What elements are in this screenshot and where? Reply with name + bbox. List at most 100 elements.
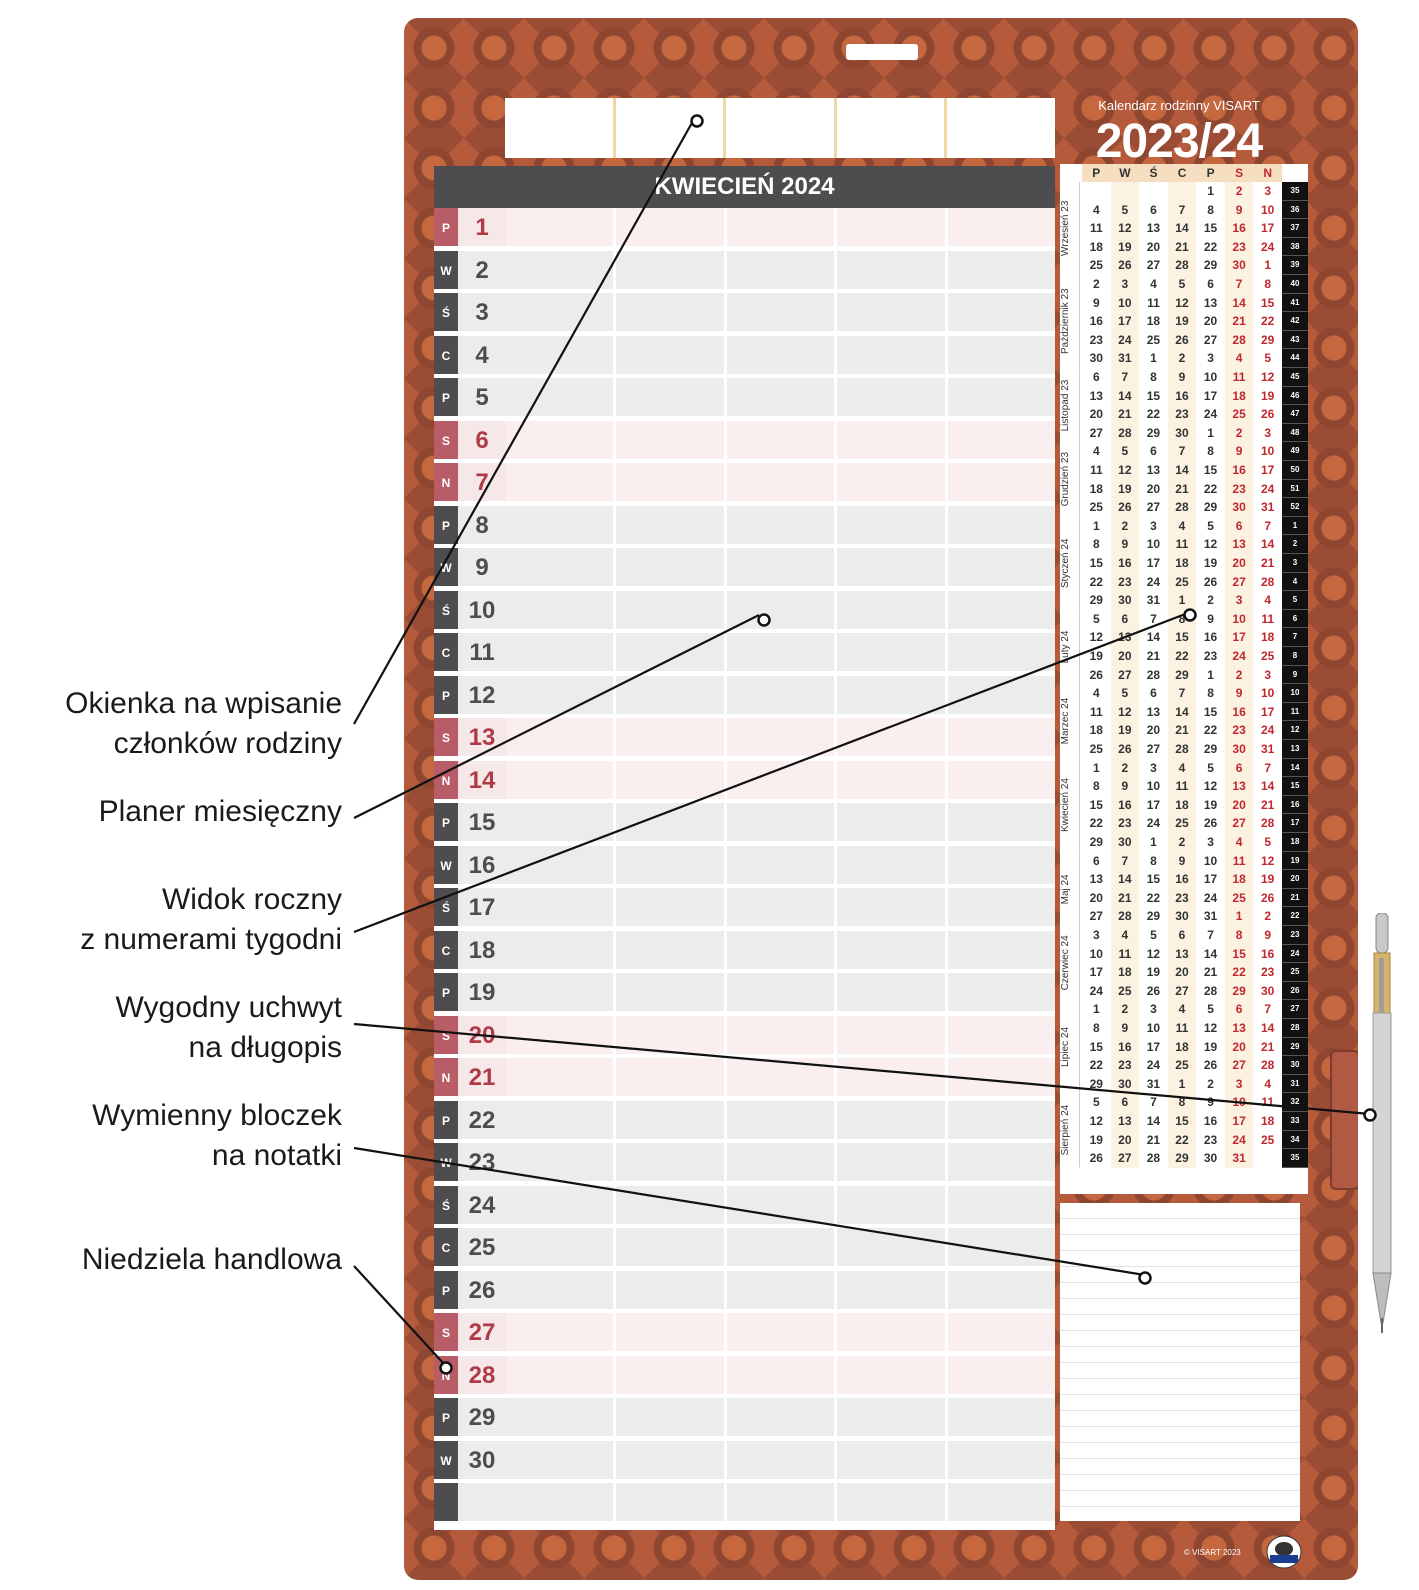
planner-cell[interactable] bbox=[947, 463, 1056, 501]
planner-cell[interactable] bbox=[947, 973, 1056, 1011]
planner-cell[interactable] bbox=[616, 718, 727, 756]
planner-cell[interactable] bbox=[837, 1100, 948, 1139]
planner-cell[interactable] bbox=[726, 1270, 838, 1309]
planner-cell[interactable] bbox=[616, 1313, 727, 1351]
planner-cell[interactable] bbox=[616, 1185, 727, 1224]
planner-cell[interactable] bbox=[726, 1398, 838, 1436]
planner-cell[interactable] bbox=[616, 208, 727, 246]
planner-cell[interactable] bbox=[506, 293, 617, 331]
family-name-box[interactable] bbox=[616, 98, 727, 158]
planner-cell[interactable] bbox=[947, 760, 1056, 799]
planner-cell[interactable] bbox=[616, 378, 727, 416]
planner-cell[interactable] bbox=[506, 1228, 617, 1266]
planner-cell[interactable] bbox=[726, 1058, 838, 1096]
planner-cell[interactable] bbox=[726, 633, 838, 671]
notepad[interactable] bbox=[1060, 1203, 1300, 1521]
planner-cell[interactable] bbox=[947, 250, 1056, 289]
planner-cell[interactable] bbox=[506, 760, 617, 799]
planner-cell[interactable] bbox=[506, 675, 617, 714]
planner-cell[interactable] bbox=[726, 1143, 838, 1181]
planner-cell[interactable] bbox=[506, 973, 617, 1011]
planner-cell[interactable] bbox=[837, 1228, 948, 1266]
planner-cell[interactable] bbox=[837, 1015, 948, 1054]
planner-cell[interactable] bbox=[506, 930, 617, 969]
planner-cell[interactable] bbox=[947, 208, 1056, 246]
planner-cell[interactable] bbox=[726, 845, 838, 884]
planner-cell[interactable] bbox=[726, 420, 838, 459]
planner-cell[interactable] bbox=[506, 1313, 617, 1351]
planner-cell[interactable] bbox=[947, 1100, 1056, 1139]
planner-cell[interactable] bbox=[947, 930, 1056, 969]
planner-cell[interactable] bbox=[726, 590, 838, 629]
planner-cell[interactable] bbox=[616, 548, 727, 586]
planner-cell[interactable] bbox=[726, 335, 838, 374]
planner-cell[interactable] bbox=[616, 1228, 727, 1266]
planner-cell[interactable] bbox=[726, 1313, 838, 1351]
planner-cell[interactable] bbox=[837, 548, 948, 586]
planner-cell[interactable] bbox=[947, 1015, 1056, 1054]
planner-cell[interactable] bbox=[506, 1058, 617, 1096]
family-name-box[interactable] bbox=[505, 98, 616, 158]
planner-cell[interactable] bbox=[947, 1440, 1056, 1479]
planner-cell[interactable] bbox=[506, 1483, 617, 1521]
planner-cell[interactable] bbox=[616, 1483, 727, 1521]
planner-cell[interactable] bbox=[947, 1270, 1056, 1309]
planner-cell[interactable] bbox=[726, 675, 838, 714]
planner-cell[interactable] bbox=[616, 590, 727, 629]
planner-cell[interactable] bbox=[726, 1185, 838, 1224]
planner-cell[interactable] bbox=[947, 505, 1056, 544]
planner-cell[interactable] bbox=[837, 803, 948, 841]
planner-cell[interactable] bbox=[947, 718, 1056, 756]
planner-cell[interactable] bbox=[726, 888, 838, 926]
planner-cell[interactable] bbox=[616, 505, 727, 544]
planner-cell[interactable] bbox=[616, 930, 727, 969]
planner-cell[interactable] bbox=[506, 633, 617, 671]
planner-cell[interactable] bbox=[616, 1440, 727, 1479]
planner-cell[interactable] bbox=[837, 505, 948, 544]
planner-cell[interactable] bbox=[616, 845, 727, 884]
planner-cell[interactable] bbox=[837, 1483, 948, 1521]
planner-cell[interactable] bbox=[616, 888, 727, 926]
planner-cell[interactable] bbox=[616, 1015, 727, 1054]
planner-cell[interactable] bbox=[506, 208, 617, 246]
planner-cell[interactable] bbox=[837, 590, 948, 629]
planner-cell[interactable] bbox=[837, 463, 948, 501]
planner-cell[interactable] bbox=[726, 250, 838, 289]
planner-cell[interactable] bbox=[506, 1440, 617, 1479]
planner-cell[interactable] bbox=[726, 803, 838, 841]
planner-cell[interactable] bbox=[616, 675, 727, 714]
planner-cell[interactable] bbox=[506, 845, 617, 884]
planner-cell[interactable] bbox=[837, 675, 948, 714]
planner-cell[interactable] bbox=[506, 1185, 617, 1224]
planner-cell[interactable] bbox=[726, 718, 838, 756]
planner-cell[interactable] bbox=[837, 1313, 948, 1351]
planner-cell[interactable] bbox=[726, 1015, 838, 1054]
planner-cell[interactable] bbox=[837, 760, 948, 799]
family-name-box[interactable] bbox=[947, 98, 1055, 158]
planner-cell[interactable] bbox=[726, 760, 838, 799]
planner-cell[interactable] bbox=[947, 1355, 1056, 1394]
planner-cell[interactable] bbox=[947, 633, 1056, 671]
planner-cell[interactable] bbox=[837, 930, 948, 969]
planner-cell[interactable] bbox=[616, 293, 727, 331]
planner-cell[interactable] bbox=[616, 1058, 727, 1096]
planner-cell[interactable] bbox=[506, 803, 617, 841]
planner-cell[interactable] bbox=[616, 420, 727, 459]
planner-cell[interactable] bbox=[506, 590, 617, 629]
planner-cell[interactable] bbox=[837, 335, 948, 374]
planner-cell[interactable] bbox=[726, 505, 838, 544]
planner-cell[interactable] bbox=[947, 1398, 1056, 1436]
planner-cell[interactable] bbox=[947, 1058, 1056, 1096]
planner-cell[interactable] bbox=[506, 1398, 617, 1436]
planner-cell[interactable] bbox=[947, 293, 1056, 331]
planner-cell[interactable] bbox=[947, 548, 1056, 586]
planner-cell[interactable] bbox=[506, 420, 617, 459]
planner-cell[interactable] bbox=[837, 1185, 948, 1224]
planner-cell[interactable] bbox=[506, 1270, 617, 1309]
planner-cell[interactable] bbox=[506, 548, 617, 586]
planner-cell[interactable] bbox=[616, 1143, 727, 1181]
planner-cell[interactable] bbox=[616, 1270, 727, 1309]
planner-cell[interactable] bbox=[506, 335, 617, 374]
planner-cell[interactable] bbox=[726, 378, 838, 416]
planner-cell[interactable] bbox=[837, 1058, 948, 1096]
